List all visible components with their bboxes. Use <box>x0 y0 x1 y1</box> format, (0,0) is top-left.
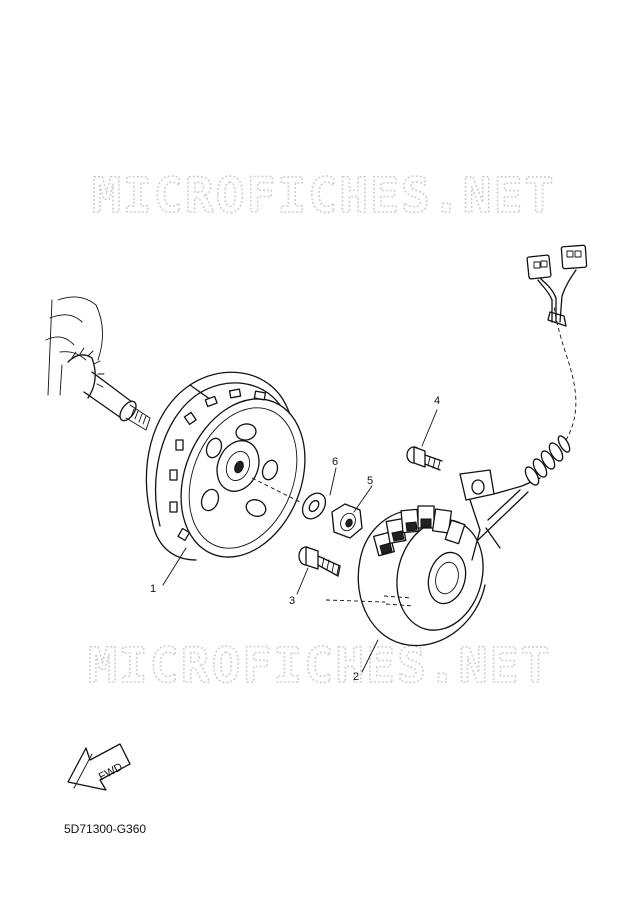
leader-2 <box>361 639 379 673</box>
watermark-bottom: MICROFICHES.NET <box>88 638 551 694</box>
leader-4 <box>421 409 438 447</box>
wiring-harness-drawing <box>459 244 588 561</box>
leader-5 <box>353 485 373 513</box>
watermark-top: MICROFICHES.NET <box>92 168 555 224</box>
diagram-code: 5D71300-G360 <box>64 822 146 836</box>
crankshaft-drawing <box>45 296 151 431</box>
rotor-centerline <box>251 477 301 503</box>
callout-4: 4 <box>434 395 440 407</box>
callout-5: 5 <box>367 475 373 487</box>
callout-3: 3 <box>289 595 295 607</box>
bolt-3-drawing <box>298 546 341 577</box>
callout-1: 1 <box>150 583 156 595</box>
leader-6 <box>329 467 337 496</box>
washer-drawing <box>301 492 327 520</box>
rotor-flywheel-drawing <box>145 371 306 561</box>
forward-arrow-icon: FWD <box>67 743 131 791</box>
bolt-centerline <box>325 599 386 603</box>
leader-1 <box>162 547 187 586</box>
callout-2: 2 <box>353 671 359 683</box>
leader-3 <box>296 567 309 595</box>
nut-drawing <box>331 503 363 539</box>
stator-drawing <box>357 505 486 647</box>
callout-6: 6 <box>332 456 338 468</box>
bolt-4-drawing <box>406 446 443 471</box>
